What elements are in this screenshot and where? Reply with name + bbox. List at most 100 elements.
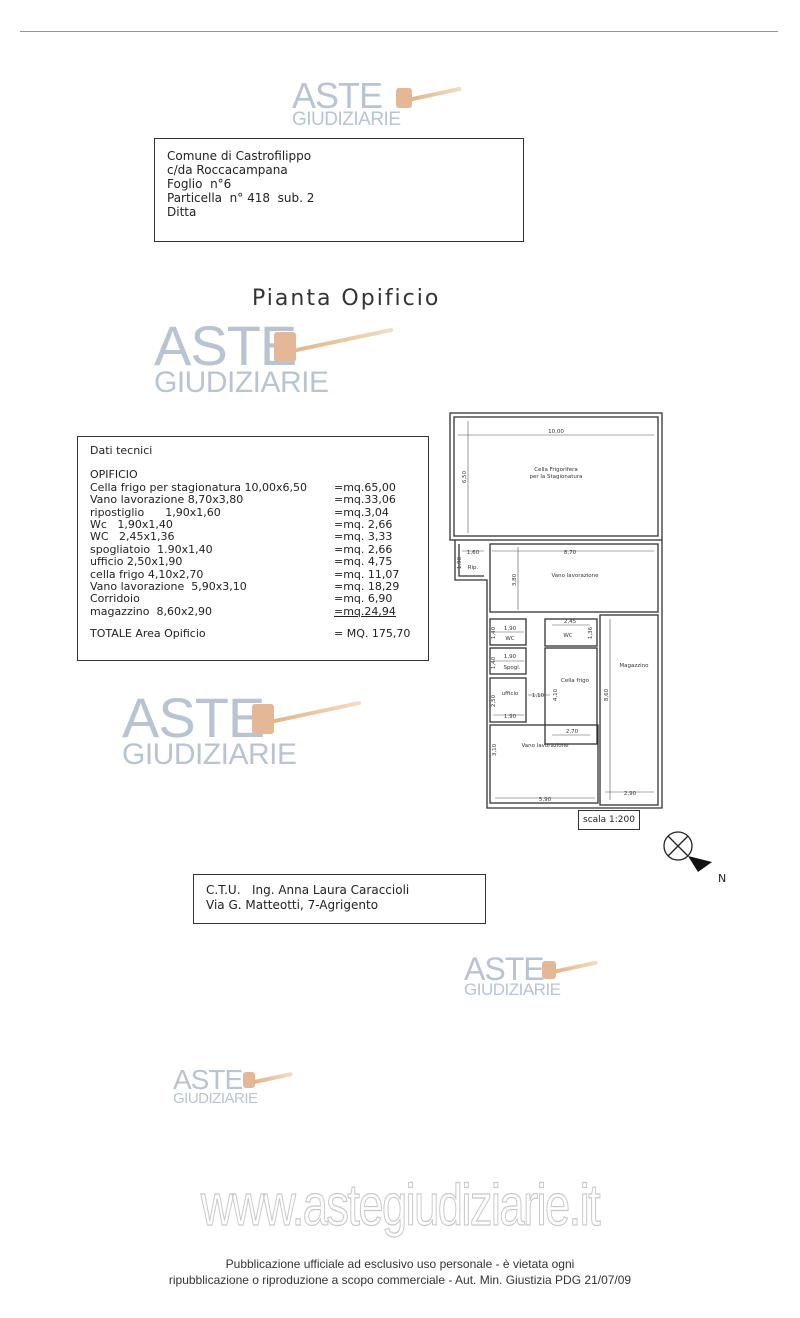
footer-notice: Pubblicazione ufficiale ad esclusivo uso… [0,1256,800,1288]
north-label: N [718,872,726,885]
tech-row: Cella frigo per stagionatura 10,00x6,50 =… [90,480,416,494]
dim-label: 8,70 [564,550,577,556]
room-label: WC [563,633,572,639]
tech-row-label: Cella frigo per stagionatura 10,00x6,50 [90,480,308,494]
tech-row: magazzino 8,60x2,90 =mq.24,94 [90,604,416,618]
footer-line: Pubblicazione ufficiale ad esclusivo uso… [225,1257,575,1271]
dim-label: 3,80 [512,573,518,586]
tech-row: ufficio 2,50x1,90 =mq. 4,75 [90,555,416,569]
tech-row: ripostiglio 1,90x1,60 =mq.3,04 [90,505,416,519]
watermark-logo: ASTE GIUDIZIARIE [173,1066,293,1106]
tech-row: Vano lavorazione 8,70x3,80 =mq.33,06 [90,493,416,507]
north-arrow-icon: N [663,831,726,885]
floor-plan: 10,00 6,50 Cella Frigorifera per la Stag… [449,412,663,809]
dim-label: 2,70 [566,729,579,735]
dim-label: 2,50 [491,694,497,707]
scale-label: scala 1:200 [578,810,640,830]
room-label: Spogl. [503,665,520,671]
tech-row-label: Wc 1,90x1,40 [90,518,173,532]
room-label: WC [505,636,514,642]
dim-label: 1,90 [504,626,517,632]
tech-row: spogliatoio 1.90x1,40 =mq. 2,66 [90,542,416,556]
dim-label: 3,10 [492,743,498,756]
room-label: Rip. [468,565,479,571]
dim-label: 1,40 [491,656,497,669]
room-label: Cella Frigorifera [534,467,578,473]
ctu-line: Via G. Matteotti, 7-Agrigento [206,898,379,912]
wall-magazzino [599,614,659,806]
tech-row-label: Vano lavorazione 8,70x3,80 [90,493,244,507]
room-label: per la Stagionatura [529,474,582,480]
page-title: Pianta Opificio [252,286,441,311]
tech-row-label: spogliatoio 1.90x1,40 [90,542,213,556]
tech-row: cella frigo 4,10x2,70 =mq. 11,07 [90,567,416,581]
tech-row: Vano lavorazione 5,90x3,10 =mq. 18,29 [90,580,416,594]
footer-line: ripubblicazione o riproduzione a scopo c… [168,1273,632,1287]
dim-label: 1,60 [467,550,480,556]
tech-section: OPIFICIO [90,468,138,482]
ctu-box: C.T.U. Ing. Anna Laura Caraccioli Via G.… [193,874,486,924]
tech-row-value: =mq.65,00 [334,480,396,494]
dim-label: 5,90 [539,797,552,803]
tech-row-label: Corridoio [90,592,140,606]
site-watermark: www.astegiudiziarie.it [200,1172,601,1238]
watermark-logo: ASTE GIUDIZIARIE [464,953,598,998]
header-line: Foglio n°6 [167,177,232,191]
wall-cella-frigo [544,647,598,745]
dim-label: 1,90 [504,654,517,660]
dim-label: 1,40 [491,626,497,639]
room-label: ufficio [502,691,519,697]
dim-label: 2,90 [624,791,637,797]
dim-label: 10,00 [548,429,564,435]
tech-row-label: Vano lavorazione 5,90x3,10 [90,580,247,594]
tech-row: Wc 1,90x1,40 =mq. 2,66 [90,518,416,532]
total-row: TOTALE Area Opificio = MQ. 175,70 [90,627,416,641]
tech-row-value: =mq. 11,07 [334,567,400,581]
room-label: Cella frigo [561,678,590,684]
tech-row-value: =mq. 2,66 [334,518,393,532]
watermark-logo: ASTE GIUDIZIARIE [154,318,394,398]
technical-data-box: Dati tecnici OPIFICIO Cella frigo per st… [77,436,429,661]
wall-vano-upper [489,543,659,613]
dim-label: 1,90 [504,714,517,720]
tech-row-value: =mq. 2,66 [334,542,393,556]
dim-label: 1,90 [457,556,463,569]
outer-wall-lower [454,540,663,809]
ctu-line: C.T.U. Ing. Anna Laura Caraccioli [206,883,410,897]
tech-row-label: ripostiglio 1,90x1,60 [90,505,221,519]
room-label: Vano lavorazione [521,743,569,749]
tech-row-value: =mq.24,94 [334,604,396,618]
room-label: Vano lavorazione [551,573,599,579]
tech-row-label: magazzino 8,60x2,90 [90,604,212,618]
tech-row-label: ufficio 2,50x1,90 [90,555,183,569]
tech-row-value: =mq. 4,75 [334,555,393,569]
tech-heading: Dati tecnici [90,444,153,457]
room-label: Magazzino [619,663,649,669]
dim-label: 8,60 [604,688,610,701]
tech-row-value: =mq.3,04 [334,505,389,519]
watermark-logo: ASTE GIUDIZIARIE [292,78,462,129]
tech-row-label: cella frigo 4,10x2,70 [90,567,204,581]
tech-row: Corridoio =mq. 6,90 [90,592,416,606]
tech-row-value: =mq. 6,90 [334,592,393,606]
dim-label: 6,50 [462,470,468,483]
watermark-logo: ASTE GIUDIZIARIE [122,690,362,770]
total-value: = MQ. 175,70 [334,627,411,641]
tech-row-value: =mq.33,06 [334,493,396,507]
tech-row-label: WC 2,45x1,36 [90,530,175,544]
header-line: Particella n° 418 sub. 2 [167,191,315,205]
dim-label: 1,36 [588,626,594,639]
dim-label: 4,10 [553,688,559,701]
top-rule [20,31,778,32]
header-line: Comune di Castrofilippo [167,149,312,163]
total-label: TOTALE Area Opificio [90,627,206,641]
cadastral-info-box: Comune di Castrofilippo c/da Roccacampan… [154,138,524,242]
dim-label: 2,45 [564,619,577,625]
wall-cella-stagionatura [449,412,663,541]
tech-row-value: =mq. 3,33 [334,530,393,544]
header-line: c/da Roccacampana [167,163,288,177]
tech-row: WC 2,45x1,36 =mq. 3,33 [90,530,416,544]
dim-label: 1,10 [532,693,545,699]
header-line: Ditta [167,205,197,219]
tech-row-value: =mq. 18,29 [334,580,400,594]
